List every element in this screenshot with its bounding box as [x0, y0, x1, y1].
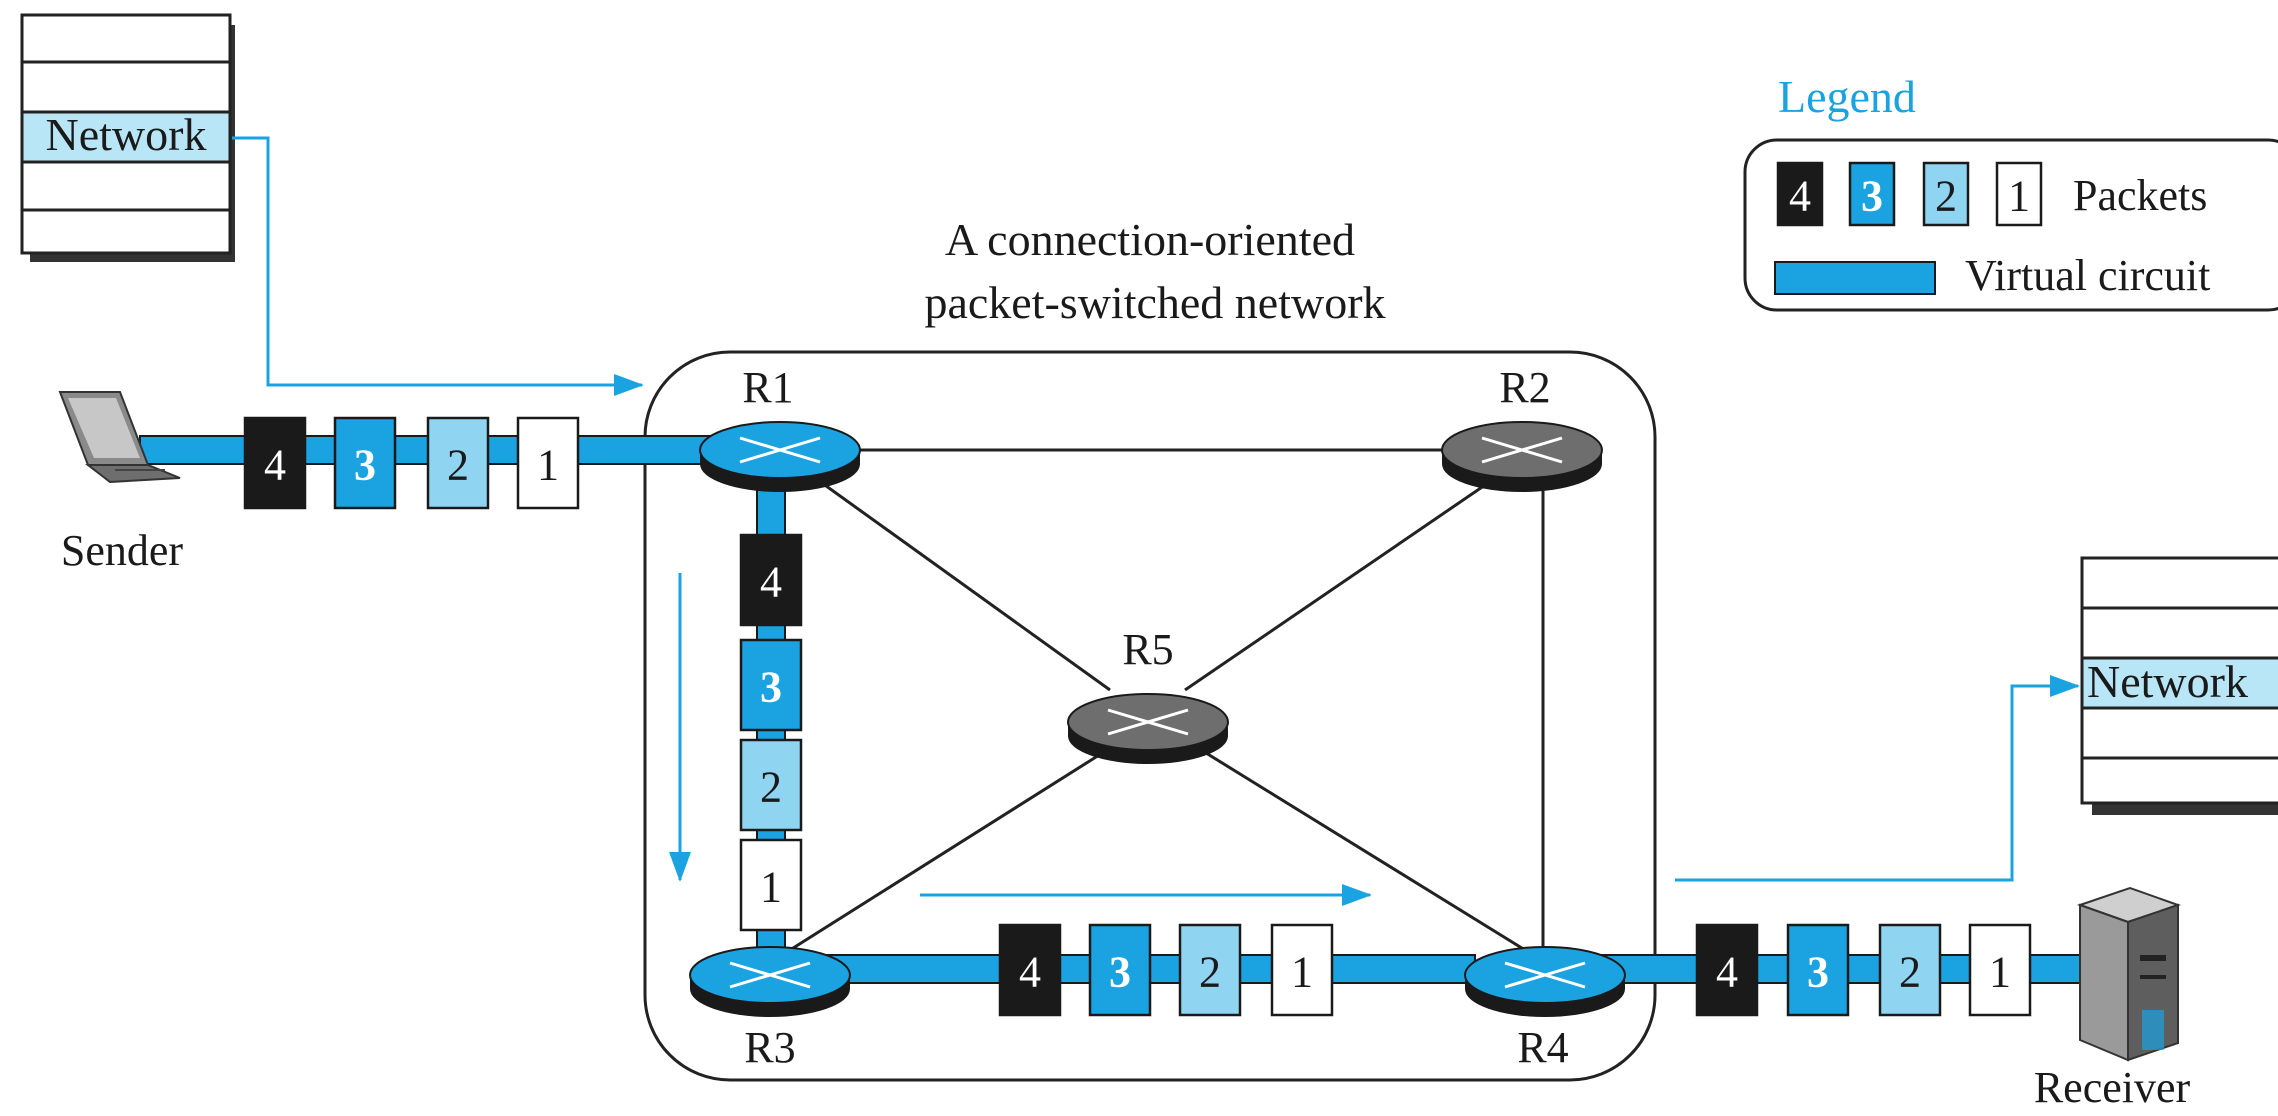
router-icon	[699, 421, 861, 492]
sender-network-label: Network	[46, 109, 207, 160]
packet-1: 1	[739, 838, 803, 932]
packet-2: 2	[1178, 923, 1242, 1017]
packet-4: 4	[1776, 161, 1824, 227]
link-r5-r4	[1184, 738, 1526, 952]
packet-number: 2	[760, 763, 782, 812]
router-icon	[1464, 946, 1626, 1017]
packet-2: 2	[1878, 923, 1942, 1017]
title-line-1: A connection-oriented	[945, 214, 1355, 265]
network-boundary	[643, 350, 1657, 1082]
packet-number: 1	[537, 441, 559, 490]
sender-label: Sender	[61, 526, 184, 575]
legend-circuit-swatch	[1774, 261, 1936, 295]
packet-number: 1	[1989, 948, 2011, 997]
title-line-2: packet-switched network	[924, 277, 1385, 328]
link-r3-r5	[789, 743, 1116, 952]
sender-network-layer	[20, 110, 232, 164]
packet-number: 1	[760, 863, 782, 912]
router-r5-label: R5	[1122, 625, 1173, 674]
router-icon	[1441, 421, 1603, 492]
router-icon	[689, 946, 851, 1017]
packet-2: 2	[426, 416, 490, 510]
router-links	[780, 448, 1545, 952]
packet-1: 1	[1968, 923, 2032, 1017]
legend-circuit-label: Virtual circuit	[1965, 251, 2210, 300]
router-icon	[1067, 693, 1229, 764]
laptop-icon	[58, 391, 181, 484]
receiver-label: Receiver	[2034, 1063, 2191, 1112]
packet-3: 3	[333, 416, 397, 510]
packet-number: 2	[447, 441, 469, 490]
packet-number: 1	[1291, 948, 1313, 997]
receiver-protocol-stack: Network	[2080, 556, 2278, 815]
flow-arrows	[669, 573, 1372, 906]
packet-number: 4	[1716, 948, 1738, 997]
receiver-stack-arrow	[1675, 675, 2080, 882]
receiver-network-layer	[2080, 656, 2278, 710]
packet-number: 3	[1109, 948, 1131, 997]
packet-4: 4	[1695, 923, 1759, 1017]
packet-1: 1	[1270, 923, 1334, 1017]
legend-title: Legend	[1778, 71, 1916, 122]
packet-number: 2	[1935, 172, 1957, 221]
packet-number: 3	[760, 663, 782, 712]
router-r3-label: R3	[744, 1023, 795, 1072]
packet-1: 1	[1995, 161, 2043, 227]
packet-3: 3	[1786, 923, 1850, 1017]
packet-4: 4	[739, 533, 803, 627]
router-r2-label: R2	[1499, 363, 1550, 412]
packet-number: 4	[760, 558, 782, 607]
server-tower-icon	[2076, 886, 2182, 1062]
packet-2: 2	[1922, 161, 1970, 227]
packet-4: 4	[243, 416, 307, 510]
link-r2-r5	[1184, 466, 1511, 692]
packet-number: 4	[1019, 948, 1041, 997]
packet-number: 2	[1199, 948, 1221, 997]
sender-stack-arrow	[232, 136, 644, 396]
router-r4-label: R4	[1517, 1023, 1568, 1072]
packet-number: 3	[1861, 172, 1883, 221]
packet-3: 3	[739, 638, 803, 732]
packet-number: 2	[1899, 948, 1921, 997]
packet-1: 1	[516, 416, 580, 510]
link-r1-r5	[789, 458, 1111, 692]
legend-packets-label: Packets	[2073, 171, 2207, 220]
packet-2: 2	[739, 738, 803, 832]
packet-number: 1	[2008, 172, 2030, 221]
packet-4: 4	[998, 923, 1062, 1017]
packet-number: 4	[1789, 172, 1811, 221]
packet-3: 3	[1088, 923, 1152, 1017]
packet-number: 3	[354, 441, 376, 490]
receiver-network-label: Network	[2087, 656, 2248, 707]
router-r1-label: R1	[742, 363, 793, 412]
packet-number: 3	[1807, 948, 1829, 997]
sender-protocol-stack: Network	[20, 13, 235, 262]
packet-3: 3	[1848, 161, 1896, 227]
packet-number: 4	[264, 441, 286, 490]
